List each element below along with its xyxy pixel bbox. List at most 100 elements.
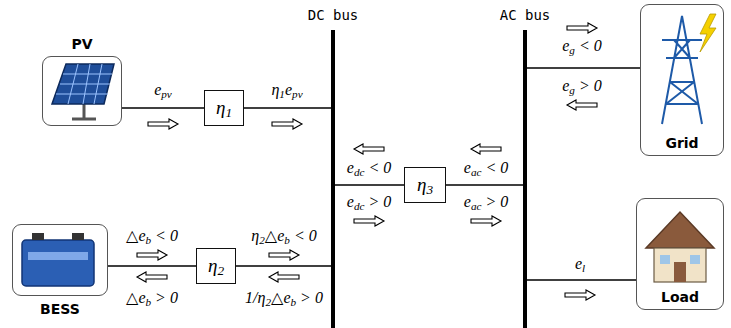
subscript: 3 [426, 182, 433, 197]
component-label: PV [71, 35, 92, 53]
power-line [236, 265, 331, 267]
subscript: b [146, 296, 152, 308]
subscript: 1 [225, 105, 232, 120]
flow-arrow [354, 216, 384, 226]
subscript: pv [292, 88, 303, 100]
math-text: △ [126, 227, 138, 244]
flow-arrow [471, 144, 501, 154]
efficiency-label: η2 [208, 255, 224, 277]
converter-box: η2 [196, 248, 236, 284]
flow-arrow [471, 216, 501, 226]
math-text: < 0 [290, 227, 317, 244]
lightning-bolt [700, 14, 716, 52]
math-text: e [285, 81, 292, 98]
dc-bus: DC bus [331, 30, 335, 328]
solar-panel-icon [52, 64, 114, 119]
grid-source: Grid [640, 4, 724, 156]
flow-label: edc < 0 [345, 158, 393, 178]
math-text: e [464, 193, 471, 210]
subscript: ac [471, 200, 482, 212]
flow-label: eg < 0 [560, 36, 604, 56]
math-text: > 0 [481, 193, 508, 210]
panel-face [52, 64, 114, 104]
battery-stripe [28, 252, 88, 260]
math-text: e [562, 37, 569, 54]
math-text: e [347, 159, 354, 176]
math-text: > 0 [575, 77, 602, 94]
house-door [674, 262, 686, 282]
flow-arrows [137, 23, 597, 300]
subscript: g [569, 84, 575, 96]
flow-arrow [565, 290, 595, 300]
house-window [660, 255, 670, 264]
bus-label: AC bus [500, 6, 551, 24]
math-text: η [417, 174, 426, 195]
bus-label: DC bus [308, 6, 359, 24]
subscript: g [569, 44, 575, 56]
battery-body [22, 240, 94, 286]
flow-arrow [269, 272, 299, 282]
flow-label: 1/η2△eb > 0 [243, 288, 325, 308]
math-text: > 0 [151, 289, 178, 306]
flow-label: eac > 0 [462, 192, 510, 212]
math-text: η [208, 255, 217, 276]
power-line [446, 184, 523, 186]
tower-frame [662, 16, 702, 124]
panel-grid [56, 64, 112, 104]
subscript: b [284, 234, 290, 246]
subscript: b [291, 296, 297, 308]
battery-icon [22, 233, 94, 286]
math-text: > 0 [364, 193, 391, 210]
battery-storage: BESS [12, 224, 108, 296]
subscript: ac [471, 166, 482, 178]
battery-terminal [72, 233, 84, 240]
math-text: e [464, 159, 471, 176]
power-line [527, 67, 640, 69]
power-line [244, 107, 331, 109]
subscript: 2 [217, 263, 224, 278]
load-sink: Load [636, 198, 724, 310]
converter-box: η3 [404, 167, 446, 203]
math-text: e [347, 193, 354, 210]
math-text: < 0 [575, 37, 602, 54]
math-text: η [271, 81, 279, 98]
transmission-tower-icon [662, 14, 716, 124]
subscript: 2 [259, 234, 265, 246]
flow-arrow [148, 119, 178, 129]
math-text: e [562, 77, 569, 94]
subscript: dc [354, 200, 365, 212]
component-label: BESS [40, 300, 80, 318]
subscript: b [146, 234, 152, 246]
house-roof [646, 212, 714, 248]
flow-label: eac < 0 [462, 158, 510, 178]
panel-foot [72, 118, 96, 121]
flow-arrow [137, 272, 167, 282]
math-text: e [277, 227, 284, 244]
subscript: l [582, 262, 585, 274]
subscript: dc [354, 166, 365, 178]
flow-label: edc > 0 [345, 192, 393, 212]
flow-arrow [269, 250, 299, 260]
math-text: △ [126, 289, 138, 306]
flow-label: eg > 0 [560, 76, 604, 96]
math-text: e [283, 289, 290, 306]
math-text: e [575, 255, 582, 272]
flow-label: △eb > 0 [124, 288, 180, 308]
math-text: △ [271, 289, 283, 306]
efficiency-label: η1 [216, 97, 232, 119]
flow-arrow [567, 23, 597, 33]
flow-arrow [137, 250, 167, 260]
flow-arrow [354, 144, 384, 154]
flow-label: el [573, 254, 587, 274]
math-text: > 0 [296, 289, 323, 306]
component-label: Grid [665, 134, 698, 152]
math-text: 1/ [245, 289, 257, 306]
power-line [527, 279, 636, 281]
subscript: pv [161, 88, 172, 100]
flow-label: η2△eb < 0 [249, 226, 318, 246]
house-wall [654, 248, 706, 282]
math-text: < 0 [151, 227, 178, 244]
component-label: Load [661, 288, 699, 306]
math-text: e [154, 81, 161, 98]
